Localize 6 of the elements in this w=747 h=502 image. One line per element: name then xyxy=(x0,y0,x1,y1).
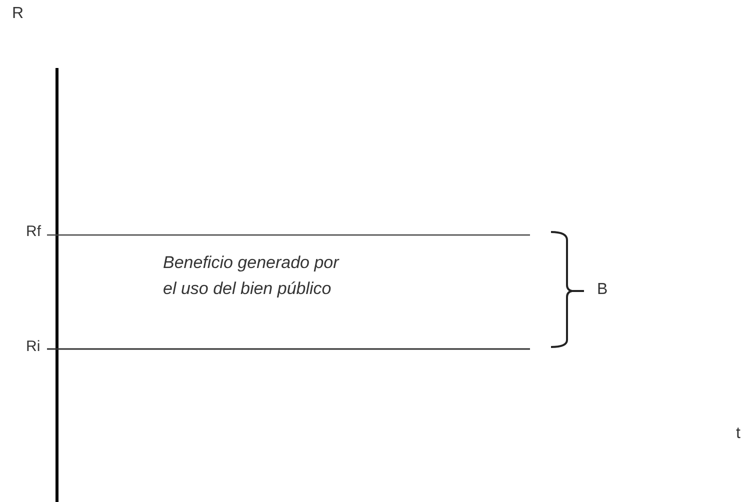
axis-label: B xyxy=(597,280,608,300)
annotation-text: Beneficio generado por el uso del bien público xyxy=(163,252,340,300)
axis-label: t xyxy=(736,424,740,444)
axis-label: Ri xyxy=(26,337,40,357)
axis-label: Rf xyxy=(26,222,41,242)
axis-label: R xyxy=(12,4,24,24)
